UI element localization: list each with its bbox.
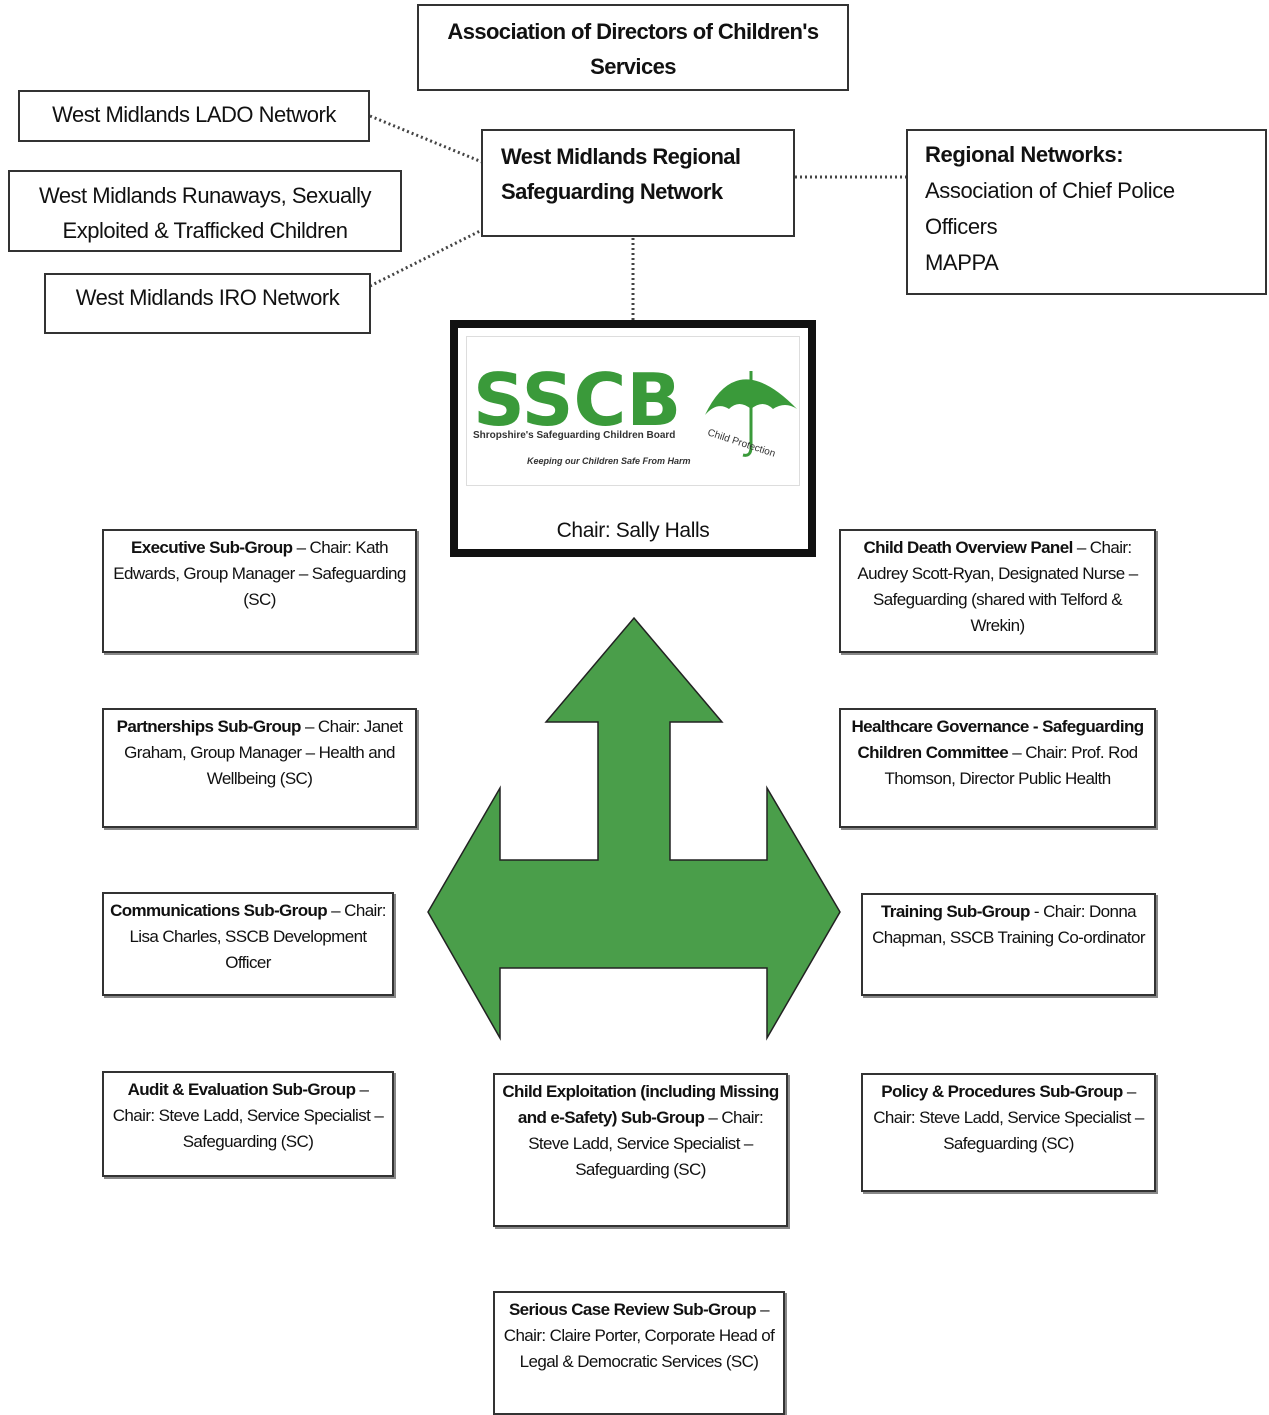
adcs-box: Association of Directors of Children's S… [417, 4, 849, 91]
regional-network-box: West Midlands Regional Safeguarding Netw… [481, 129, 795, 237]
regional-network-item: Association of Chief Police Officers [925, 178, 1175, 239]
logo-letters: SSCB [473, 358, 681, 442]
sscb-logo-graphic: SSCB Shropshire's Safeguarding Children … [473, 358, 797, 466]
subgroup-detail: - Chair: Donna Chapman, SSCB Training Co… [872, 902, 1145, 947]
subgroup-cdop: Child Death Overview Panel – Chair: Audr… [839, 529, 1156, 653]
subgroup-name: Child Exploitation (including Missing an… [502, 1082, 779, 1127]
subgroup-executive: Executive Sub-Group – Chair: Kath Edward… [102, 529, 417, 653]
logo-subtitle: Shropshire's Safeguarding Children Board [473, 430, 675, 441]
subgroup-detail: – Chair: Steve Ladd, Service Specialist … [112, 1080, 384, 1151]
logo-badge: Child Protection [706, 427, 777, 459]
regional-network-title: West Midlands Regional Safeguarding Netw… [501, 144, 741, 204]
subgroup-name: Healthcare Governance - Safeguarding Chi… [851, 717, 1144, 762]
subgroup-detail: – Chair: Janet Graham, Group Manager – H… [124, 717, 403, 788]
connector-lado [369, 114, 483, 164]
four-way-arrow [427, 616, 841, 1041]
board-chair: Chair: Sally Halls [556, 519, 710, 542]
subgroup-detail: – Chair: Prof. Rod Thomson, Director Pub… [884, 743, 1138, 788]
subgroup-name: Training Sub-Group [880, 902, 1030, 921]
subgroup-detail: – Chair: Kath Edwards, Group Manager – S… [113, 538, 406, 609]
subgroup-healthcare: Healthcare Governance - Safeguarding Chi… [839, 708, 1156, 828]
subgroup-name: Audit & Evaluation Sub-Group [127, 1080, 356, 1099]
subgroup-scr: Serious Case Review Sub-Group – Chair: C… [493, 1291, 785, 1415]
logo-tagline: Keeping our Children Safe From Harm [527, 456, 691, 466]
subgroup-policy: Policy & Procedures Sub-Group – Chair: S… [861, 1073, 1156, 1192]
subgroup-detail: – Chair: Steve Ladd, Service Specialist … [873, 1082, 1144, 1153]
subgroup-detail: – Chair: Claire Porter, Corporate Head o… [503, 1300, 775, 1371]
sscb-board-box: SSCB Shropshire's Safeguarding Children … [450, 320, 816, 557]
subgroup-detail: – Chair: Steve Ladd, Service Specialist … [528, 1108, 764, 1179]
subgroup-audit: Audit & Evaluation Sub-Group – Chair: St… [102, 1071, 394, 1177]
regional-networks-box: Regional Networks: Association of Chief … [906, 129, 1267, 295]
subgroup-detail: – Chair: Lisa Charles, SSCB Development … [129, 901, 386, 972]
subgroup-name: Child Death Overview Panel [863, 538, 1073, 557]
lado-network-box: West Midlands LADO Network [18, 90, 370, 142]
subgroup-communications: Communications Sub-Group – Chair: Lisa C… [102, 892, 394, 996]
iro-network-box: West Midlands IRO Network [44, 273, 371, 334]
subgroup-partnerships: Partnerships Sub-Group – Chair: Janet Gr… [102, 708, 417, 828]
runaways-network-label: West Midlands Runaways, Sexually Exploit… [38, 183, 372, 243]
regional-networks-heading: Regional Networks: [925, 142, 1124, 167]
adcs-title: Association of Directors of Children's S… [447, 19, 819, 79]
sscb-logo: SSCB Shropshire's Safeguarding Children … [466, 336, 800, 486]
subgroup-training: Training Sub-Group - Chair: Donna Chapma… [861, 893, 1156, 996]
subgroup-name: Executive Sub-Group [130, 538, 293, 557]
subgroup-name: Communications Sub-Group [110, 901, 328, 920]
subgroup-name: Policy & Procedures Sub-Group [881, 1082, 1123, 1101]
regional-network-item: MAPPA [925, 250, 999, 275]
runaways-network-box: West Midlands Runaways, Sexually Exploit… [8, 170, 402, 252]
subgroup-detail: – Chair: Audrey Scott-Ryan, Designated N… [857, 538, 1138, 635]
lado-network-label: West Midlands LADO Network [52, 102, 336, 127]
iro-network-label: West Midlands IRO Network [75, 285, 340, 310]
subgroup-exploitation: Child Exploitation (including Missing an… [493, 1073, 788, 1227]
subgroup-name: Partnerships Sub-Group [116, 717, 302, 736]
subgroup-name: Serious Case Review Sub-Group [508, 1300, 757, 1319]
connector-iro [369, 228, 483, 288]
